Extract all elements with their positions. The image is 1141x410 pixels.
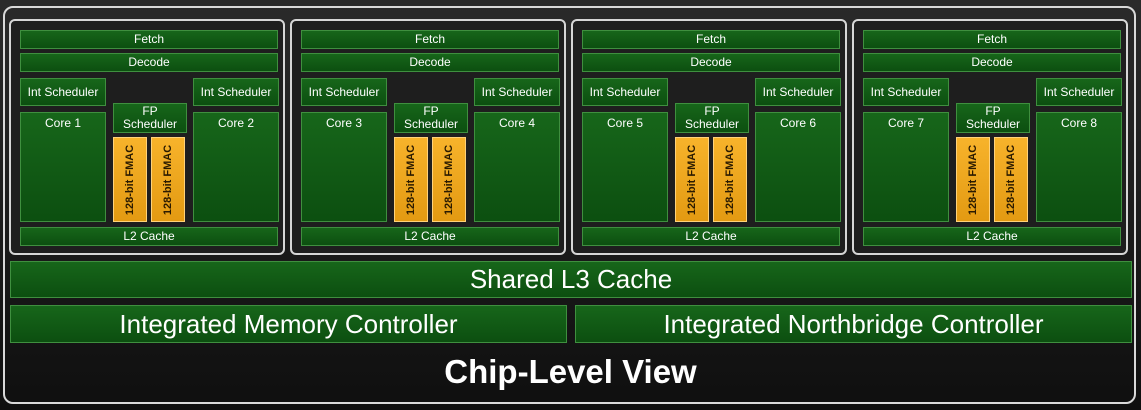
decode-block: Decode — [863, 53, 1121, 72]
int-scheduler-right: Int Scheduler — [1036, 78, 1122, 106]
decode-block: Decode — [582, 53, 840, 72]
decode-block: Decode — [301, 53, 559, 72]
module-1: Fetch Decode Int Scheduler Int Scheduler… — [9, 19, 285, 255]
fmac-unit-2: 128-bit FMAC — [994, 137, 1028, 222]
fmac-unit-2: 128-bit FMAC — [432, 137, 466, 222]
chip-outline — [3, 6, 1136, 404]
fp-scheduler: FP Scheduler — [394, 103, 468, 133]
fetch-block: Fetch — [20, 30, 278, 49]
fp-scheduler: FP Scheduler — [956, 103, 1030, 133]
fmac-unit-1: 128-bit FMAC — [113, 137, 147, 222]
fetch-block: Fetch — [863, 30, 1121, 49]
core-left: Core 5 — [582, 112, 668, 222]
core-right: Core 4 — [474, 112, 560, 222]
l2-cache: L2 Cache — [20, 227, 278, 246]
core-right: Core 6 — [755, 112, 841, 222]
int-scheduler-left: Int Scheduler — [301, 78, 387, 106]
fetch-block: Fetch — [301, 30, 559, 49]
fmac-unit-1: 128-bit FMAC — [956, 137, 990, 222]
diagram-title: Chip-Level View — [444, 353, 697, 390]
core-left: Core 1 — [20, 112, 106, 222]
decode-block: Decode — [20, 53, 278, 72]
core-right: Core 2 — [193, 112, 279, 222]
integrated-northbridge-controller: Integrated Northbridge Controller — [575, 305, 1132, 343]
module-4: Fetch Decode Int Scheduler Int Scheduler… — [852, 19, 1128, 255]
fp-scheduler: FP Scheduler — [675, 103, 749, 133]
module-2: Fetch Decode Int Scheduler Int Scheduler… — [290, 19, 566, 255]
fmac-unit-2: 128-bit FMAC — [151, 137, 185, 222]
int-scheduler-left: Int Scheduler — [863, 78, 949, 106]
int-scheduler-right: Int Scheduler — [193, 78, 279, 106]
l2-cache: L2 Cache — [863, 227, 1121, 246]
l2-cache: L2 Cache — [301, 227, 559, 246]
core-left: Core 7 — [863, 112, 949, 222]
fp-scheduler: FP Scheduler — [113, 103, 187, 133]
integrated-memory-controller: Integrated Memory Controller — [10, 305, 567, 343]
shared-l3-cache: Shared L3 Cache — [10, 261, 1132, 298]
core-right: Core 8 — [1036, 112, 1122, 222]
int-scheduler-right: Int Scheduler — [474, 78, 560, 106]
module-3: Fetch Decode Int Scheduler Int Scheduler… — [571, 19, 847, 255]
core-left: Core 3 — [301, 112, 387, 222]
int-scheduler-left: Int Scheduler — [20, 78, 106, 106]
int-scheduler-left: Int Scheduler — [582, 78, 668, 106]
fmac-unit-1: 128-bit FMAC — [394, 137, 428, 222]
fmac-unit-2: 128-bit FMAC — [713, 137, 747, 222]
int-scheduler-right: Int Scheduler — [755, 78, 841, 106]
l2-cache: L2 Cache — [582, 227, 840, 246]
fetch-block: Fetch — [582, 30, 840, 49]
fmac-unit-1: 128-bit FMAC — [675, 137, 709, 222]
